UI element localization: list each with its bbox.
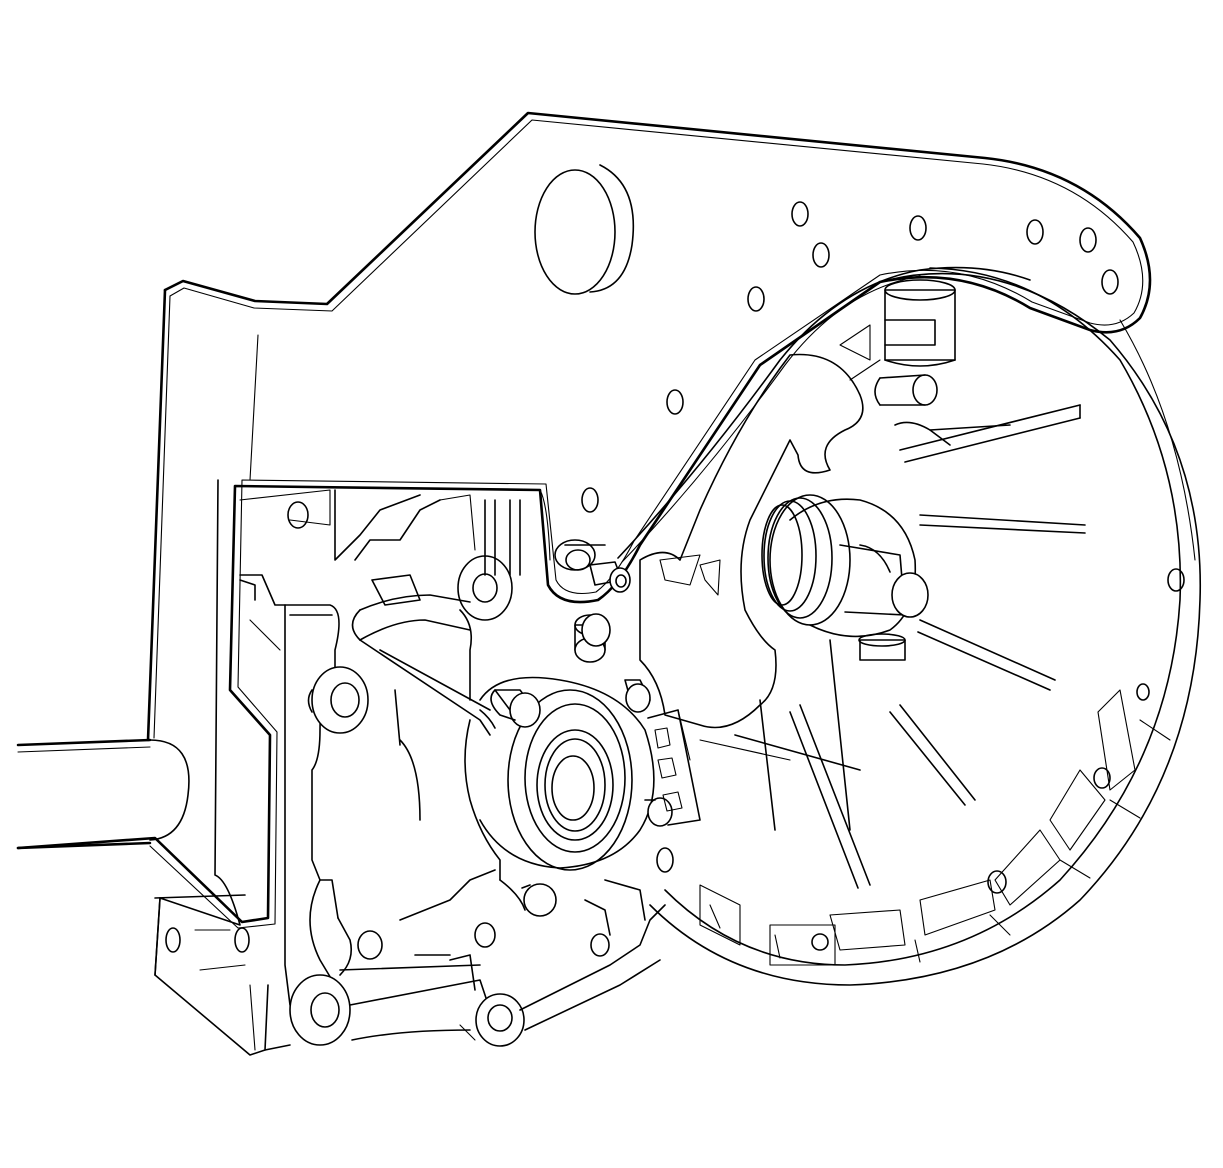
mounting-plate xyxy=(16,111,1152,929)
top-boss xyxy=(839,279,956,406)
plate-plug xyxy=(534,169,616,295)
input-shaft xyxy=(761,494,929,661)
center-cutout xyxy=(639,353,864,729)
transmission-case xyxy=(154,479,701,1056)
bell-housing xyxy=(649,267,1202,986)
sensor-wire xyxy=(564,266,1031,593)
housing-ribs xyxy=(699,404,1086,889)
axle-shaft xyxy=(16,738,190,850)
